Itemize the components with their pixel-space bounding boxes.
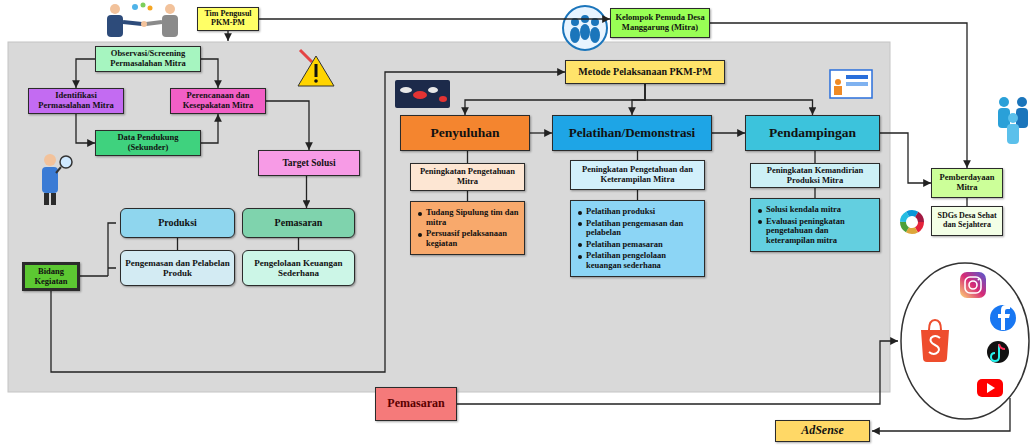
box-text: SDGs Desa Sehat dan Sejahtera (935, 212, 999, 230)
group-icon (563, 6, 607, 50)
method-box: Pendampingan (745, 115, 880, 151)
bullet-item: Persuasif pelaksanaan kegiatan (415, 229, 519, 248)
box-text: Produksi (124, 217, 231, 228)
social-media-circle (901, 263, 1029, 419)
bullet-item: Pelatihan pengemasan dan pelabelan (575, 219, 699, 238)
connector-arrow (51, 72, 565, 372)
box-text: Penyuluhan (404, 125, 526, 140)
connector-arrow (637, 151, 638, 160)
box-text: Kelompok Pemuda Desa Manggarung (Mitra) (614, 13, 706, 32)
handshake-icon (107, 3, 178, 38)
process-box: Peningkatan Kemandirian Produksi Mitra (750, 163, 880, 188)
bullet-item: Tudang Sipulung tim dan mitra (415, 208, 519, 227)
connector-arrow (880, 133, 931, 183)
box-text: Identifikasi Permasalahan Mitra (32, 91, 120, 110)
method-box: Pelatihan/Demonstrasi (552, 115, 712, 151)
process-box: Bidang Kegiatan (22, 262, 80, 291)
box-text: Observasi/Screening Permasalahan Mitra (99, 49, 197, 68)
connector-arrow (177, 238, 178, 250)
process-box: Pengemasan dan Pelabelan Produk (120, 250, 235, 286)
bullet-item: Pelatihan produksi (575, 207, 699, 217)
connector-arrow (637, 190, 638, 200)
connector-arrow (298, 238, 299, 250)
connector-arrow (710, 23, 967, 168)
bracket (80, 223, 116, 276)
process-box: Tim Pengusul PKM-PM (197, 7, 259, 31)
bullet-box: Pelatihan produksiPelatihan pengemasan d… (570, 200, 705, 277)
bullet-item: Pelatihan pemasaran (575, 240, 699, 250)
connector-arrow (814, 151, 815, 163)
connector-arrow (966, 198, 967, 206)
process-box: Data Pendukung (Sekunder) (95, 130, 201, 156)
bullet-item: Solusi kendala mitra (755, 205, 874, 215)
sdgs-wheel (903, 213, 921, 231)
process-box: Observasi/Screening Permasalahan Mitra (95, 46, 201, 72)
process-box: Pemberdayaan Mitra (931, 168, 1003, 198)
connector-arrow (632, 84, 645, 115)
background-panel (8, 42, 890, 392)
box-text: Pendampingan (749, 125, 876, 140)
connector-arrow (467, 151, 468, 163)
process-box: Kelompok Pemuda Desa Manggarung (Mitra) (610, 8, 710, 38)
connector-arrow (467, 191, 468, 201)
method-box: Penyuluhan (400, 115, 530, 151)
warning-icon (298, 50, 334, 86)
connector-arrow (530, 132, 552, 133)
bullet-item: Evaluasi peningkatan pengetahuan dan ket… (755, 217, 874, 246)
box-text: Peningkatan Kemandirian Produksi Mitra (754, 166, 876, 185)
process-box: Produksi (120, 208, 235, 238)
box-text: Tim Pengusul PKM-PM (201, 10, 255, 28)
connector-arrow (201, 114, 218, 143)
process-box: Target Solusi (258, 150, 360, 176)
process-box: Pengelolaan Keuangan Sederhana (242, 250, 355, 286)
process-box: Perencanaan dan Kesepakatan Mitra (170, 88, 266, 114)
bullet-box: Solusi kendala mitraEvaluasi peningkatan… (750, 198, 880, 252)
process-box: SDGs Desa Sehat dan Sejahtera (931, 206, 1003, 236)
process-box: Metode Pelaksanaan PKM-PM (565, 60, 725, 84)
box-text: Bidang Kegiatan (28, 267, 74, 286)
box-text: Pengemasan dan Pelabelan Produk (124, 258, 231, 278)
box-text: Target Solusi (262, 158, 356, 169)
connector-arrow (259, 18, 610, 19)
connector-arrow (76, 114, 95, 143)
connector-arrow (712, 132, 745, 133)
connector-arrow (645, 84, 813, 115)
process-box: Peningkatan Pengetahuan Mitra (410, 163, 525, 191)
map-icon (395, 80, 450, 108)
box-text: Pemberdayaan Mitra (935, 173, 999, 192)
box-text: Peningkatan Pengetahuan Mitra (414, 167, 521, 186)
people-icon (998, 97, 1028, 144)
process-box: AdSense (775, 420, 870, 442)
bullet-box: Tudang Sipulung tim dan mitraPersuasif p… (410, 201, 525, 255)
box-text: Metode Pelaksanaan PKM-PM (569, 66, 721, 77)
process-box: Identifikasi Permasalahan Mitra (28, 88, 124, 114)
arrow-line (457, 341, 898, 404)
box-text: Peningkatan Pengetahuan dan Keterampilan… (574, 165, 701, 184)
person-magnifier-icon (42, 154, 72, 205)
box-text: Data Pendukung (Sekunder) (99, 133, 197, 152)
connector-arrow (306, 176, 307, 208)
connector-arrow (266, 101, 309, 150)
screen-icon (830, 70, 872, 98)
box-text: Pemasaran (246, 217, 351, 228)
process-box: Peningkatan Pengetahuan dan Keterampilan… (570, 160, 705, 190)
connector-arrow (814, 188, 815, 198)
box-text: Pelatihan/Demonstrasi (556, 126, 708, 141)
box-text: AdSense (779, 424, 866, 437)
box-text: Pemasaran (379, 397, 453, 410)
connector-arrow (201, 59, 218, 88)
connector-arrow (76, 59, 95, 88)
process-box: Pemasaran (375, 387, 457, 421)
connector-arrow (465, 84, 645, 115)
bullet-item: Pelatihan pengelolaan keuangan sederhana (575, 251, 699, 270)
box-text: Pengelolaan Keuangan Sederhana (246, 258, 351, 278)
process-box: Pemasaran (242, 208, 355, 238)
box-text: Perencanaan dan Kesepakatan Mitra (174, 91, 262, 110)
arrow-line (227, 31, 228, 41)
